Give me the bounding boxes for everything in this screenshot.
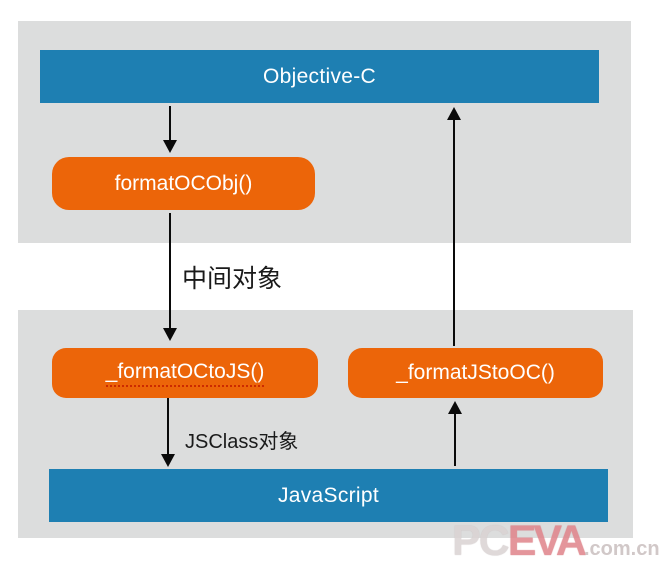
arrow-head-down-icon — [161, 454, 175, 467]
arrow-line — [169, 106, 171, 143]
javascript-bar-label: JavaScript — [277, 483, 380, 507]
arrow-line — [454, 411, 456, 466]
arrow-line — [167, 398, 169, 457]
watermark-eva: EVA — [507, 517, 587, 565]
watermark-pc: PC — [452, 517, 510, 565]
arrow-head-up-icon — [447, 107, 461, 120]
format-oc-to-js-label: _formatOCtoJS() — [105, 360, 265, 387]
pceva-watermark: PCEVA.com.cn — [452, 520, 659, 563]
format-js-to-oc-node: _formatJStoOC() — [348, 348, 603, 398]
format-oc-to-js-node: _formatOCtoJS() — [52, 348, 318, 398]
objective-c-bar-label: Objective-C — [263, 64, 376, 88]
arrow-javascript-to-jstooc — [448, 401, 462, 466]
intermediate-object-label: 中间对象 — [182, 265, 283, 293]
jsclass-object-label: JSClass对象 — [185, 431, 299, 453]
format-js-to-oc-label: _formatJStoOC() — [396, 361, 555, 384]
arrow-jstooc-to-objc — [447, 107, 461, 346]
watermark-suffix: .com.cn — [583, 538, 659, 560]
arrow-line — [453, 117, 455, 346]
arrow-objc-to-formatocobj — [163, 106, 177, 153]
arrow-head-down-icon — [163, 140, 177, 153]
arrow-line — [169, 213, 171, 331]
javascript-bar: JavaScript — [49, 469, 608, 522]
arrow-head-up-icon — [448, 401, 462, 414]
objective-c-bar: Objective-C — [40, 50, 599, 103]
format-oc-obj-label: formatOCObj() — [114, 171, 253, 195]
arrow-head-down-icon — [163, 328, 177, 341]
arrow-octojs-to-javascript — [161, 398, 175, 467]
format-oc-obj-node: formatOCObj() — [52, 157, 315, 210]
arrow-formatocobj-to-octojs — [163, 213, 177, 341]
